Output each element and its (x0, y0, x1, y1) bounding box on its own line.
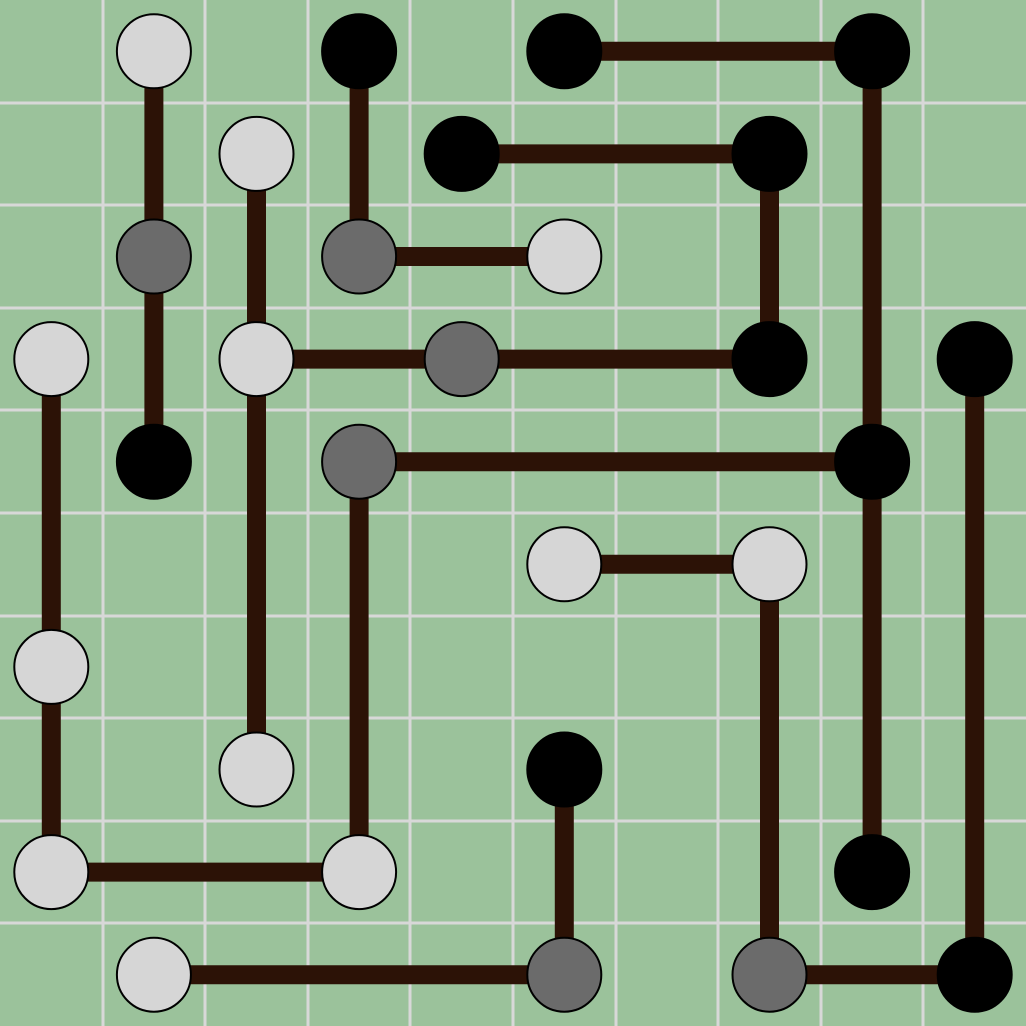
gray-pearl[interactable] (526, 936, 603, 1013)
black-pearl[interactable] (731, 115, 808, 192)
gray-pearl[interactable] (423, 321, 500, 398)
white-pearl[interactable] (115, 13, 192, 90)
gray-pearl[interactable] (115, 218, 192, 295)
black-pearl[interactable] (526, 13, 603, 90)
black-pearl[interactable] (834, 423, 911, 500)
white-pearl[interactable] (526, 218, 603, 295)
white-pearl[interactable] (13, 628, 90, 705)
black-pearl[interactable] (936, 321, 1013, 398)
black-pearl[interactable] (834, 834, 911, 911)
black-pearl[interactable] (936, 936, 1013, 1013)
white-pearl[interactable] (218, 115, 295, 192)
white-pearl[interactable] (526, 526, 603, 603)
white-pearl[interactable] (218, 731, 295, 808)
black-pearl[interactable] (423, 115, 500, 192)
white-pearl[interactable] (218, 321, 295, 398)
black-pearl[interactable] (526, 731, 603, 808)
white-pearl[interactable] (321, 834, 398, 911)
gray-pearl[interactable] (321, 423, 398, 500)
white-pearl[interactable] (115, 936, 192, 1013)
white-pearl[interactable] (13, 834, 90, 911)
gray-pearl[interactable] (731, 936, 808, 1013)
white-pearl[interactable] (731, 526, 808, 603)
pearls (13, 13, 1013, 1013)
gray-pearl[interactable] (321, 218, 398, 295)
black-pearl[interactable] (731, 321, 808, 398)
black-pearl[interactable] (321, 13, 398, 90)
black-pearl[interactable] (115, 423, 192, 500)
black-pearl[interactable] (834, 13, 911, 90)
white-pearl[interactable] (13, 321, 90, 398)
